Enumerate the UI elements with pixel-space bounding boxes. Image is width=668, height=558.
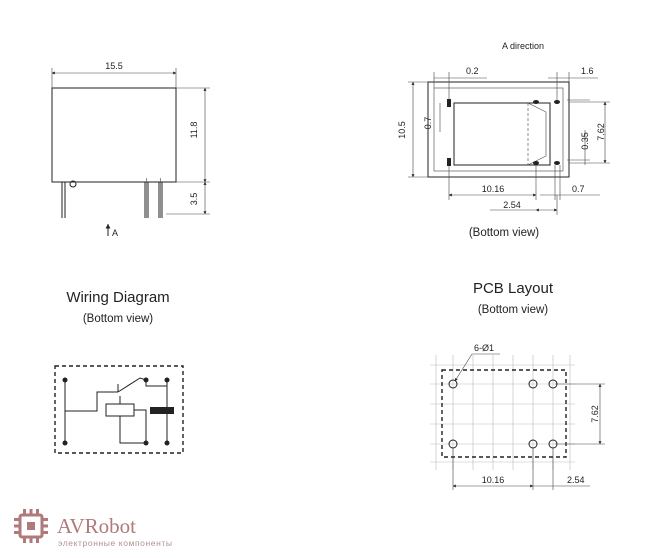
bottom-view-title: A direction: [502, 41, 544, 51]
width-dimension: 15.5: [105, 61, 123, 71]
dim-2-54: 2.54: [503, 200, 521, 210]
bottom-height-dimension: 10.5: [397, 121, 407, 139]
brand-logo: AVRobot электронные компоненты: [14, 509, 173, 548]
pin-slot: [554, 161, 560, 165]
dim-7-62: 7.62: [596, 123, 606, 141]
coil-symbol: [105, 403, 135, 417]
pcb-hole-label: 6-Ø1: [474, 343, 494, 353]
bottom-body-outline: [427, 81, 570, 178]
dim-0-35: 0.35: [580, 132, 590, 150]
wiring-bar: [150, 407, 174, 414]
pcb-dim-horizontal: 10.16: [482, 475, 505, 485]
pin-slot: [554, 100, 560, 104]
pin-slot: [533, 100, 539, 104]
dim-0-7-horizontal: 0.7: [572, 184, 585, 194]
wiring-caption: (Bottom view): [83, 313, 153, 325]
height-dimension: 11.8: [189, 122, 199, 139]
dim-0-2: 0.2: [466, 66, 479, 76]
wiring-outline: [54, 365, 184, 454]
dim-10-16: 10.16: [482, 184, 505, 194]
pcb-dim-right: 2.54: [567, 475, 585, 485]
pcb-caption: (Bottom view): [478, 304, 548, 316]
pin-slot: [533, 161, 539, 165]
pcb-hole: [528, 379, 538, 389]
side-view: 15.5 11.8 3.5 A: [51, 61, 210, 238]
pcb-grid: [430, 355, 575, 470]
bottom-body-inner: [433, 87, 564, 172]
chip-icon: [14, 509, 48, 543]
pcb-layout: PCB Layout (Bottom view): [430, 280, 605, 490]
direction-label: A: [112, 228, 118, 238]
bottom-view: A direction 10.5 0.2 1.6 0.7 0: [397, 41, 610, 239]
brand-name: AVRobot: [57, 514, 136, 538]
pin-slot: [447, 99, 451, 107]
bottom-recess: [453, 102, 551, 166]
wiring-diagram: Wiring Diagram (Bottom view): [54, 289, 184, 454]
wiring-title: Wiring Diagram: [66, 289, 169, 306]
side-pins: [61, 178, 163, 218]
pin-length-dimension: 3.5: [189, 193, 199, 206]
pcb-outline: [441, 369, 567, 458]
dim-0-7-vertical: 0.7: [423, 117, 433, 130]
pcb-dim-vertical: 7.62: [590, 405, 600, 423]
dim-1-6: 1.6: [581, 66, 594, 76]
relay-body-outline: [51, 87, 177, 183]
pin-slot: [447, 158, 451, 166]
bottom-view-caption: (Bottom view): [469, 227, 539, 239]
brand-tagline: электронные компоненты: [58, 538, 173, 548]
pcb-hole: [448, 379, 458, 389]
pcb-title: PCB Layout: [473, 280, 554, 297]
